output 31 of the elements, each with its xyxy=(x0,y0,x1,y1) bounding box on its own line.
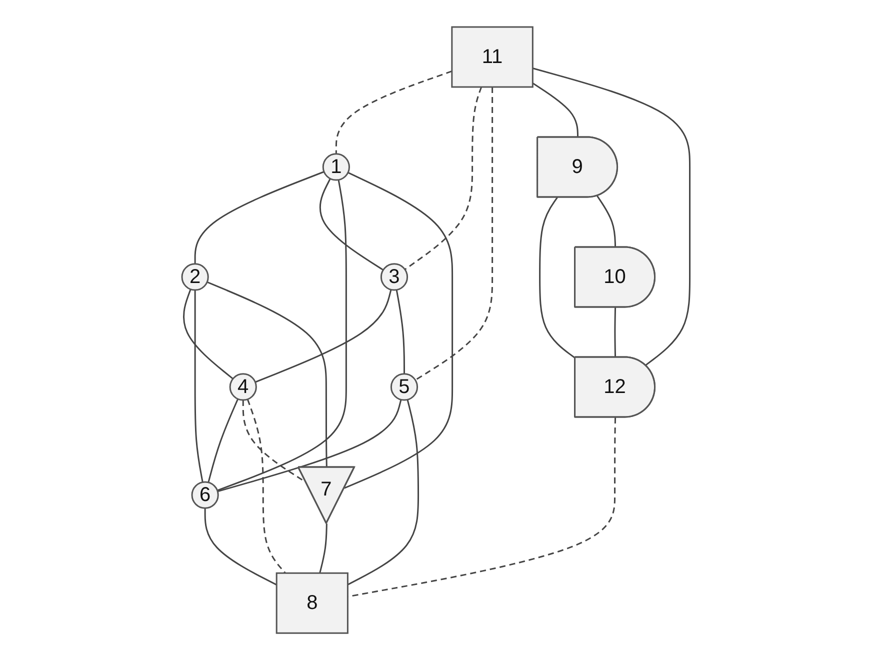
connector xyxy=(217,180,348,492)
connector xyxy=(532,67,691,366)
connector xyxy=(255,289,392,383)
node-circle: 6 xyxy=(191,481,219,509)
connector xyxy=(415,86,494,381)
connector xyxy=(218,399,402,492)
connector xyxy=(206,281,328,468)
connector xyxy=(532,82,579,138)
connector xyxy=(396,290,406,374)
connector xyxy=(194,290,204,482)
node-box: 11 xyxy=(451,26,534,88)
node-circle: 1 xyxy=(322,153,350,181)
node-circle: 5 xyxy=(390,373,418,401)
connector xyxy=(204,508,278,586)
connector xyxy=(404,86,482,270)
node-circle: 2 xyxy=(181,263,209,291)
connector xyxy=(194,170,324,264)
connector xyxy=(596,196,616,248)
node-circle: 4 xyxy=(229,373,258,401)
connector xyxy=(247,398,286,574)
connector xyxy=(208,398,239,483)
connector xyxy=(320,178,384,271)
node-box: 8 xyxy=(276,572,349,634)
connector xyxy=(347,399,420,586)
connector xyxy=(539,197,576,359)
connector xyxy=(319,524,328,574)
connector xyxy=(344,172,454,489)
connector xyxy=(183,288,234,380)
connector xyxy=(614,307,616,358)
connector xyxy=(336,70,452,154)
node-circle: 3 xyxy=(380,263,408,291)
